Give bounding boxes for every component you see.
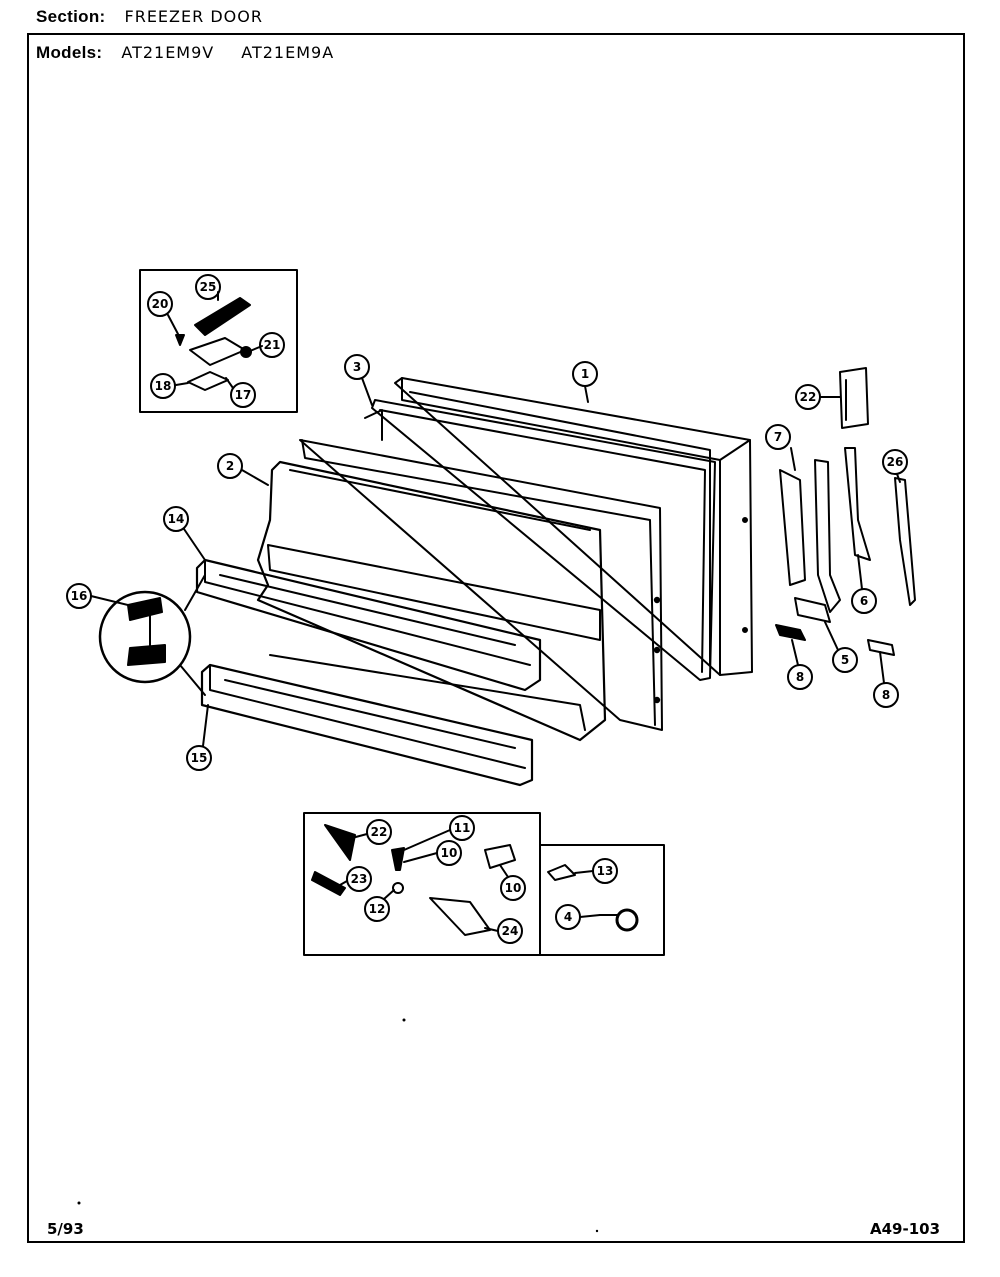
spring-part-icon bbox=[311, 871, 346, 896]
callout-12: 12 bbox=[364, 889, 395, 922]
svg-text:10: 10 bbox=[441, 846, 458, 860]
svg-text:8: 8 bbox=[796, 670, 804, 684]
svg-text:10: 10 bbox=[505, 881, 522, 895]
section-header: Section: FREEZER DOOR bbox=[36, 7, 263, 27]
svg-text:2: 2 bbox=[226, 459, 234, 473]
callout-10b: 10 bbox=[499, 864, 526, 901]
svg-text:21: 21 bbox=[264, 338, 281, 352]
model-code-1: AT21EM9V bbox=[121, 43, 215, 62]
clip-bottom-icon bbox=[484, 844, 516, 869]
lower-shelf-rail bbox=[200, 663, 534, 787]
nut-part-icon bbox=[175, 334, 185, 346]
svg-text:4: 4 bbox=[564, 910, 572, 924]
svg-text:22: 22 bbox=[371, 825, 388, 839]
callout-20: 20 bbox=[147, 291, 173, 317]
svg-text:25: 25 bbox=[200, 280, 217, 294]
callout-7: 7 bbox=[765, 424, 791, 450]
callout-5: 5 bbox=[824, 621, 858, 673]
svg-text:13: 13 bbox=[597, 864, 614, 878]
inset-bottom bbox=[303, 812, 665, 956]
svg-text:12: 12 bbox=[369, 902, 386, 916]
hinge-parts bbox=[775, 367, 916, 656]
callout-8b: 8 bbox=[873, 651, 899, 708]
cover-part-icon bbox=[194, 297, 251, 336]
callout-25: 25 bbox=[195, 274, 221, 300]
callout-22a: 22 bbox=[795, 384, 821, 410]
callout-16: 16 bbox=[66, 583, 129, 609]
screw-part-icon bbox=[240, 346, 252, 358]
callout-14: 14 bbox=[163, 506, 206, 561]
model-code-2: AT21EM9A bbox=[241, 43, 335, 62]
svg-text:6: 6 bbox=[860, 594, 868, 608]
washer-part-icon bbox=[392, 882, 404, 894]
knob-part-icon bbox=[615, 908, 639, 932]
bracket-part-icon bbox=[189, 337, 246, 366]
rail-end-detail bbox=[98, 574, 206, 696]
cap-part-icon bbox=[547, 864, 576, 881]
svg-text:8: 8 bbox=[882, 688, 890, 702]
svg-text:23: 23 bbox=[351, 872, 368, 886]
svg-text:11: 11 bbox=[454, 821, 471, 835]
callout-13: 13 bbox=[574, 858, 618, 884]
svg-text:7: 7 bbox=[774, 430, 782, 444]
callout-1: 1 bbox=[572, 361, 598, 403]
svg-text:3: 3 bbox=[353, 360, 361, 374]
screw-bottom-icon bbox=[391, 847, 405, 871]
callout-6: 6 bbox=[851, 554, 877, 614]
svg-text:17: 17 bbox=[235, 388, 252, 402]
svg-text:14: 14 bbox=[168, 512, 185, 526]
inset-top-left bbox=[139, 269, 298, 413]
callout-26: 26 bbox=[882, 449, 908, 483]
section-value: FREEZER DOOR bbox=[124, 7, 263, 26]
callout-23: 23 bbox=[339, 866, 372, 892]
diagram-frame bbox=[27, 33, 965, 1243]
section-label: Section: bbox=[36, 7, 106, 26]
svg-text:16: 16 bbox=[71, 589, 88, 603]
svg-text:24: 24 bbox=[502, 924, 519, 938]
callout-18: 18 bbox=[150, 373, 176, 399]
models-label: Models: bbox=[36, 43, 103, 62]
handle-part-icon bbox=[429, 897, 491, 936]
svg-text:1: 1 bbox=[581, 367, 589, 381]
svg-text:15: 15 bbox=[191, 751, 208, 765]
revision-date: 5/93 bbox=[47, 1220, 84, 1238]
page-code: A49-103 bbox=[870, 1220, 941, 1238]
clip-part-icon bbox=[187, 371, 229, 391]
callout-10a: 10 bbox=[403, 840, 462, 866]
callout-8a: 8 bbox=[787, 639, 813, 690]
models-header: Models: AT21EM9V AT21EM9A bbox=[36, 43, 334, 63]
latch-part-icon bbox=[324, 824, 356, 861]
callout-22b: 22 bbox=[351, 819, 392, 845]
callout-15: 15 bbox=[186, 704, 212, 771]
callout-2: 2 bbox=[217, 453, 269, 486]
callout-21: 21 bbox=[259, 332, 285, 358]
door-gasket bbox=[364, 399, 716, 681]
svg-text:18: 18 bbox=[155, 379, 172, 393]
callout-4: 4 bbox=[555, 904, 601, 930]
svg-text:26: 26 bbox=[887, 455, 904, 469]
callout-24: 24 bbox=[484, 918, 523, 944]
callout-11: 11 bbox=[403, 815, 475, 851]
callout-bubbles: 1 2 3 4 5 6 7 8 8 10 10 11 12 13 14 15 1… bbox=[66, 274, 908, 944]
svg-text:22: 22 bbox=[800, 390, 817, 404]
callout-17: 17 bbox=[230, 382, 256, 408]
outer-door-panel bbox=[394, 377, 753, 676]
svg-text:5: 5 bbox=[841, 653, 849, 667]
inner-door-liner bbox=[256, 439, 663, 742]
svg-text:20: 20 bbox=[152, 297, 169, 311]
callout-3: 3 bbox=[344, 354, 373, 406]
